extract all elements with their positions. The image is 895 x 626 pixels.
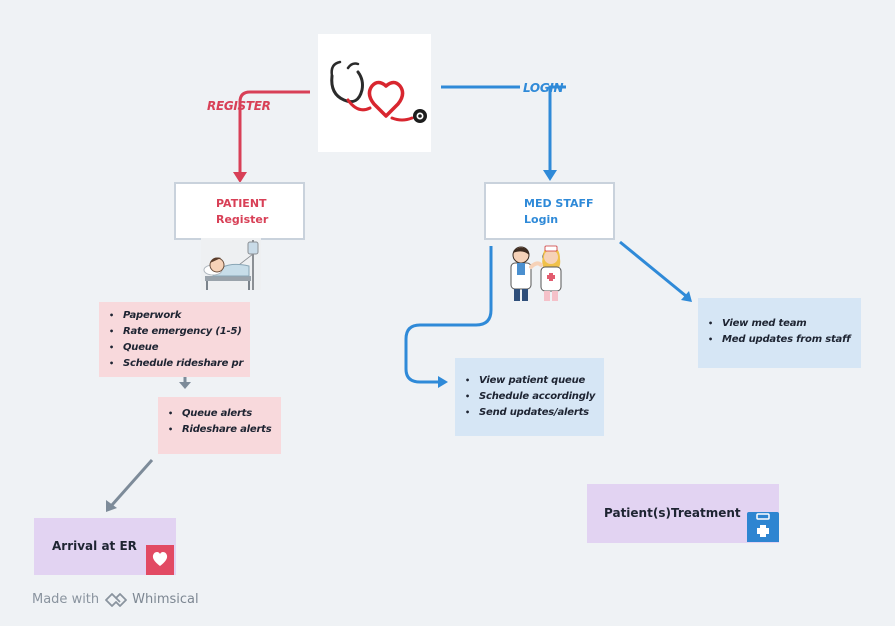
patient-in-bed-icon [199,236,263,292]
list-item: View patient queue [463,373,596,389]
list-item: Rate emergency (1-5) [107,324,242,340]
register-connector [233,90,310,183]
doctor-and-nurse-icon [503,243,571,303]
patient-register-box[interactable]: PATIENT Register [174,182,305,240]
login-connector [441,85,566,181]
footer-brand: Whimsical [132,592,199,607]
staff-to-queue-connector [404,246,493,388]
staff-box-subtitle: Login [524,213,559,226]
list-item: Queue alerts [166,406,273,422]
list-item: Send updates/alerts [463,405,596,421]
medical-kit-icon [747,512,779,542]
list-item: Schedule accordingly [463,389,596,405]
patient-alerts-note: Queue alerts Rideshare alerts [158,397,281,454]
alerts-to-arrival-connector [106,459,154,512]
staff-team-note: View med team Med updates from staff [698,298,861,368]
patient-box-title: PATIENT [216,197,267,210]
login-label: LOGIN [523,81,564,95]
list-item: Med updates from staff [706,332,853,348]
staff-to-team-connector [619,240,692,302]
staff-login-box[interactable]: MED STAFF Login [484,182,615,240]
list-item: Schedule rideshare pr [107,356,243,372]
treatment-card-label: Patient(s)Treatment [604,506,741,520]
register-label: REGISTER [207,99,271,113]
patient-box-subtitle: Register [216,213,269,226]
whimsical-logo-icon [105,592,128,607]
stethoscope-logo [318,34,431,152]
footer-prefix: Made with [32,592,100,607]
arrival-card-label: Arrival at ER [52,539,137,553]
list-item: Paperwork [107,308,242,324]
tasks-to-alerts-connector [179,376,191,389]
heart-icon [146,545,174,575]
staff-queue-note: View patient queue Schedule accordingly … [455,358,604,436]
footer-watermark: Made with Whimsical [32,592,199,607]
stethoscope-heart-icon [330,60,427,123]
list-item: Rideshare alerts [166,422,273,438]
patient-tasks-note: Paperwork Rate emergency (1-5) Queue Sch… [99,302,250,377]
list-item: View med team [706,316,853,332]
list-item: Queue [107,340,242,356]
staff-box-title: MED STAFF [524,197,594,210]
